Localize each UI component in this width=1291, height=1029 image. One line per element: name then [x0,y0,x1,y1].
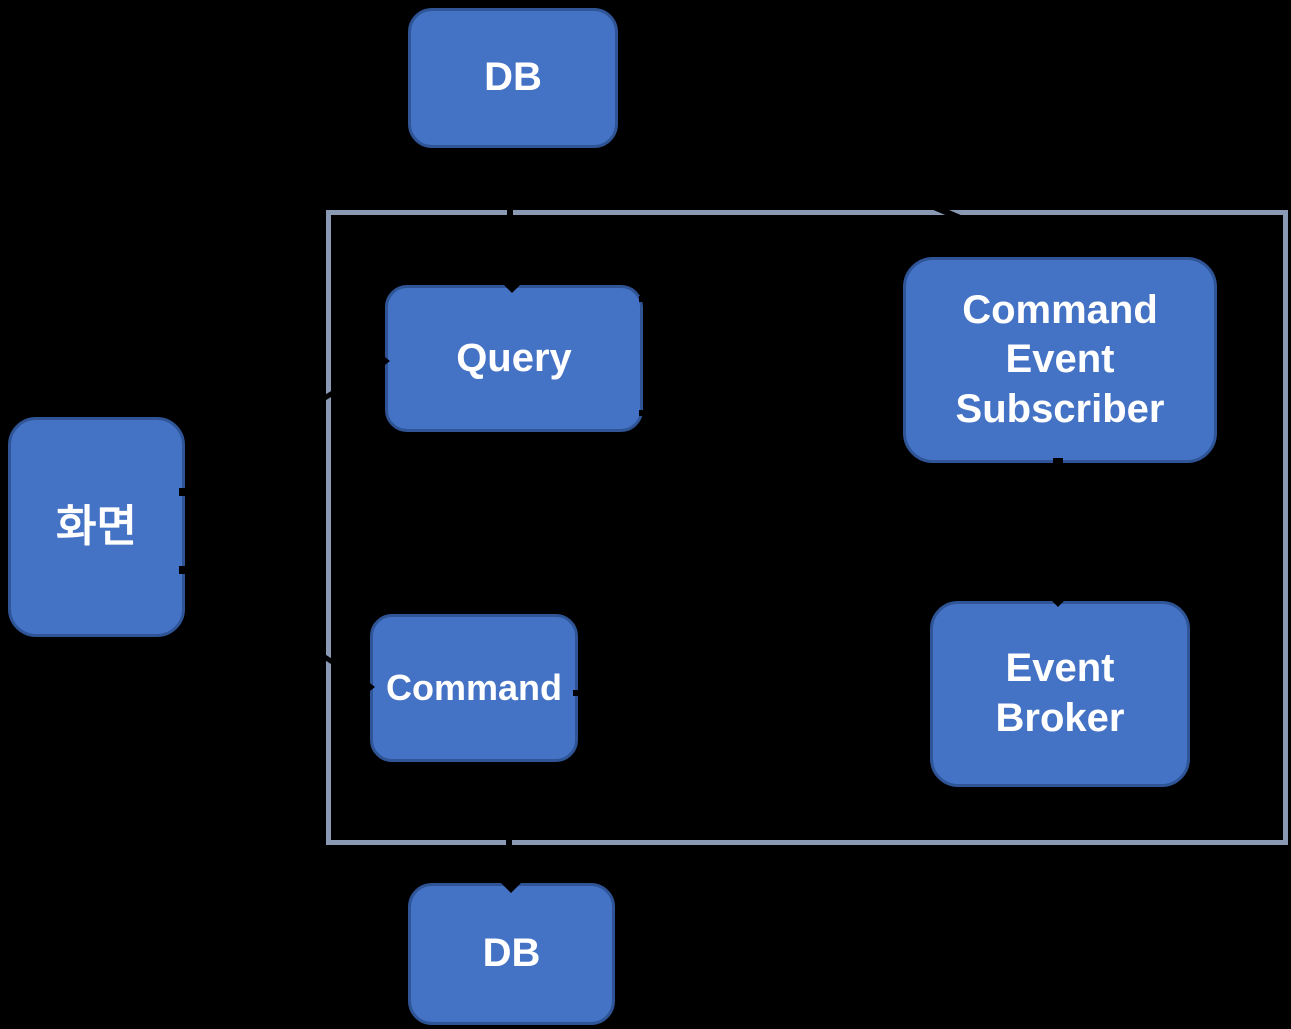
connector-stub-query-right-lower [639,410,644,416]
arrowhead-into-event-broker [1050,599,1066,607]
node-db-top: DB [408,8,618,148]
node-event-broker-label: Event Broker [995,646,1125,740]
connector-stub-query-right-upper [639,296,644,302]
node-command-event-subscriber: Command Event Subscriber [903,257,1217,463]
arrowhead-into-db-bottom [499,881,523,893]
arrowhead-query-left-edge [381,354,390,368]
connector-tick-bottom-border [506,834,512,850]
connector-stub-screen-upper [179,488,185,496]
connector-stub-screen-lower [179,566,185,574]
node-command-label: Command [385,666,562,708]
connector-stub-command-right [573,690,579,696]
node-db-bottom-label: DB [482,931,541,976]
connector-stub-subscriber-bottom [1053,458,1063,464]
node-db-bottom: DB [408,883,615,1025]
node-screen-label: 화면 [56,501,137,551]
node-db-top-label: DB [484,55,542,100]
node-query: Query [385,285,643,432]
node-command-event-subscriber-label: Command Event Subscriber [955,287,1165,431]
connector-tick-top-border [507,206,513,222]
arrowhead-into-query [502,283,522,293]
arrowhead-command-left-edge [366,680,375,694]
node-event-broker: Event Broker [930,601,1190,787]
node-query-label: Query [456,335,572,380]
boundary-container [326,210,1288,845]
node-screen: 화면 [8,417,185,637]
node-command: Command [370,614,578,762]
